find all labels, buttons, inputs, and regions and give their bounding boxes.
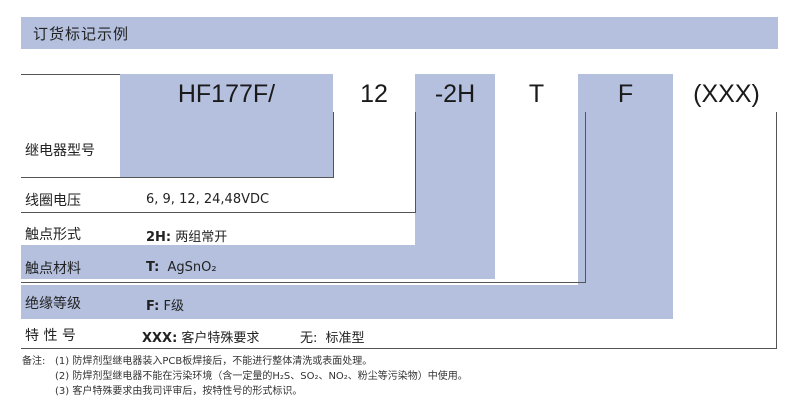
code-material: T [528, 80, 545, 108]
material-bracket-line [585, 112, 586, 282]
label-insulation-class: 绝缘等级 [25, 296, 81, 312]
key-contact-form: 2H: [146, 230, 172, 245]
value-standard-type: 无: 标准型 [300, 327, 365, 346]
notes-prefix: 备注: [22, 356, 46, 367]
key-contact-material: T: [146, 260, 160, 275]
key-standard-type: 无: [300, 331, 318, 346]
contact-form-band [21, 245, 495, 279]
label-relay-model: 继电器型号 [25, 143, 95, 159]
desc-contact-form: 两组常开 [175, 230, 228, 245]
note-item: (3) 客户特殊要求由我司评审后，按特性号的形式标识。 [55, 386, 303, 397]
label-coil-voltage: 线圈电压 [25, 193, 81, 209]
contact-column [415, 74, 495, 245]
key-insulation-class: F: [146, 299, 160, 314]
code-model: HF177F/ [177, 80, 276, 108]
rule-model [21, 177, 334, 178]
value-insulation-class: F: F级 [146, 295, 184, 314]
desc-insulation-class: F级 [163, 299, 184, 314]
coil-bracket-line [415, 112, 416, 212]
model-bracket-line [333, 112, 334, 177]
label-special-code: 特 性 号 [25, 328, 76, 344]
rule-coil [21, 212, 416, 213]
label-contact-form: 触点形式 [25, 227, 81, 243]
code-special: (XXX) [693, 80, 760, 108]
section-header: 订货标记示例 [21, 17, 778, 49]
special-bracket-line [776, 112, 777, 348]
desc-special-code: 客户特殊要求 [181, 331, 260, 346]
insulation-column [578, 74, 673, 285]
code-contact: -2H [434, 80, 476, 108]
rule-material [21, 282, 586, 283]
section-title: 订货标记示例 [33, 25, 130, 43]
value-contact-material: T: AgSnO₂ [146, 260, 217, 275]
value-coil-voltage: 6, 9, 12, 24,48VDC [146, 192, 270, 207]
model-band [120, 74, 333, 177]
insulation-band [21, 285, 673, 319]
key-special-code: XXX: [142, 331, 178, 346]
value-special-code: XXX: 客户特殊要求 [142, 327, 259, 346]
rule-special [21, 348, 777, 349]
note-item: (2) 防焊剂型继电器不能在污染环境（含一定量的H₂S、SO₂、NO₂、粉尘等污… [55, 371, 468, 382]
top-rule [21, 74, 120, 75]
code-insulation: F [617, 80, 634, 108]
desc-standard-type: 标准型 [325, 331, 365, 346]
code-coil: 12 [360, 80, 388, 108]
note-item: (1) 防焊剂型继电器装入PCB板焊接后，不能进行整体清洗或表面处理。 [55, 356, 373, 367]
value-contact-form: 2H: 两组常开 [146, 226, 227, 245]
desc-contact-material: AgSnO₂ [167, 260, 217, 275]
label-contact-material: 触点材料 [25, 261, 81, 277]
